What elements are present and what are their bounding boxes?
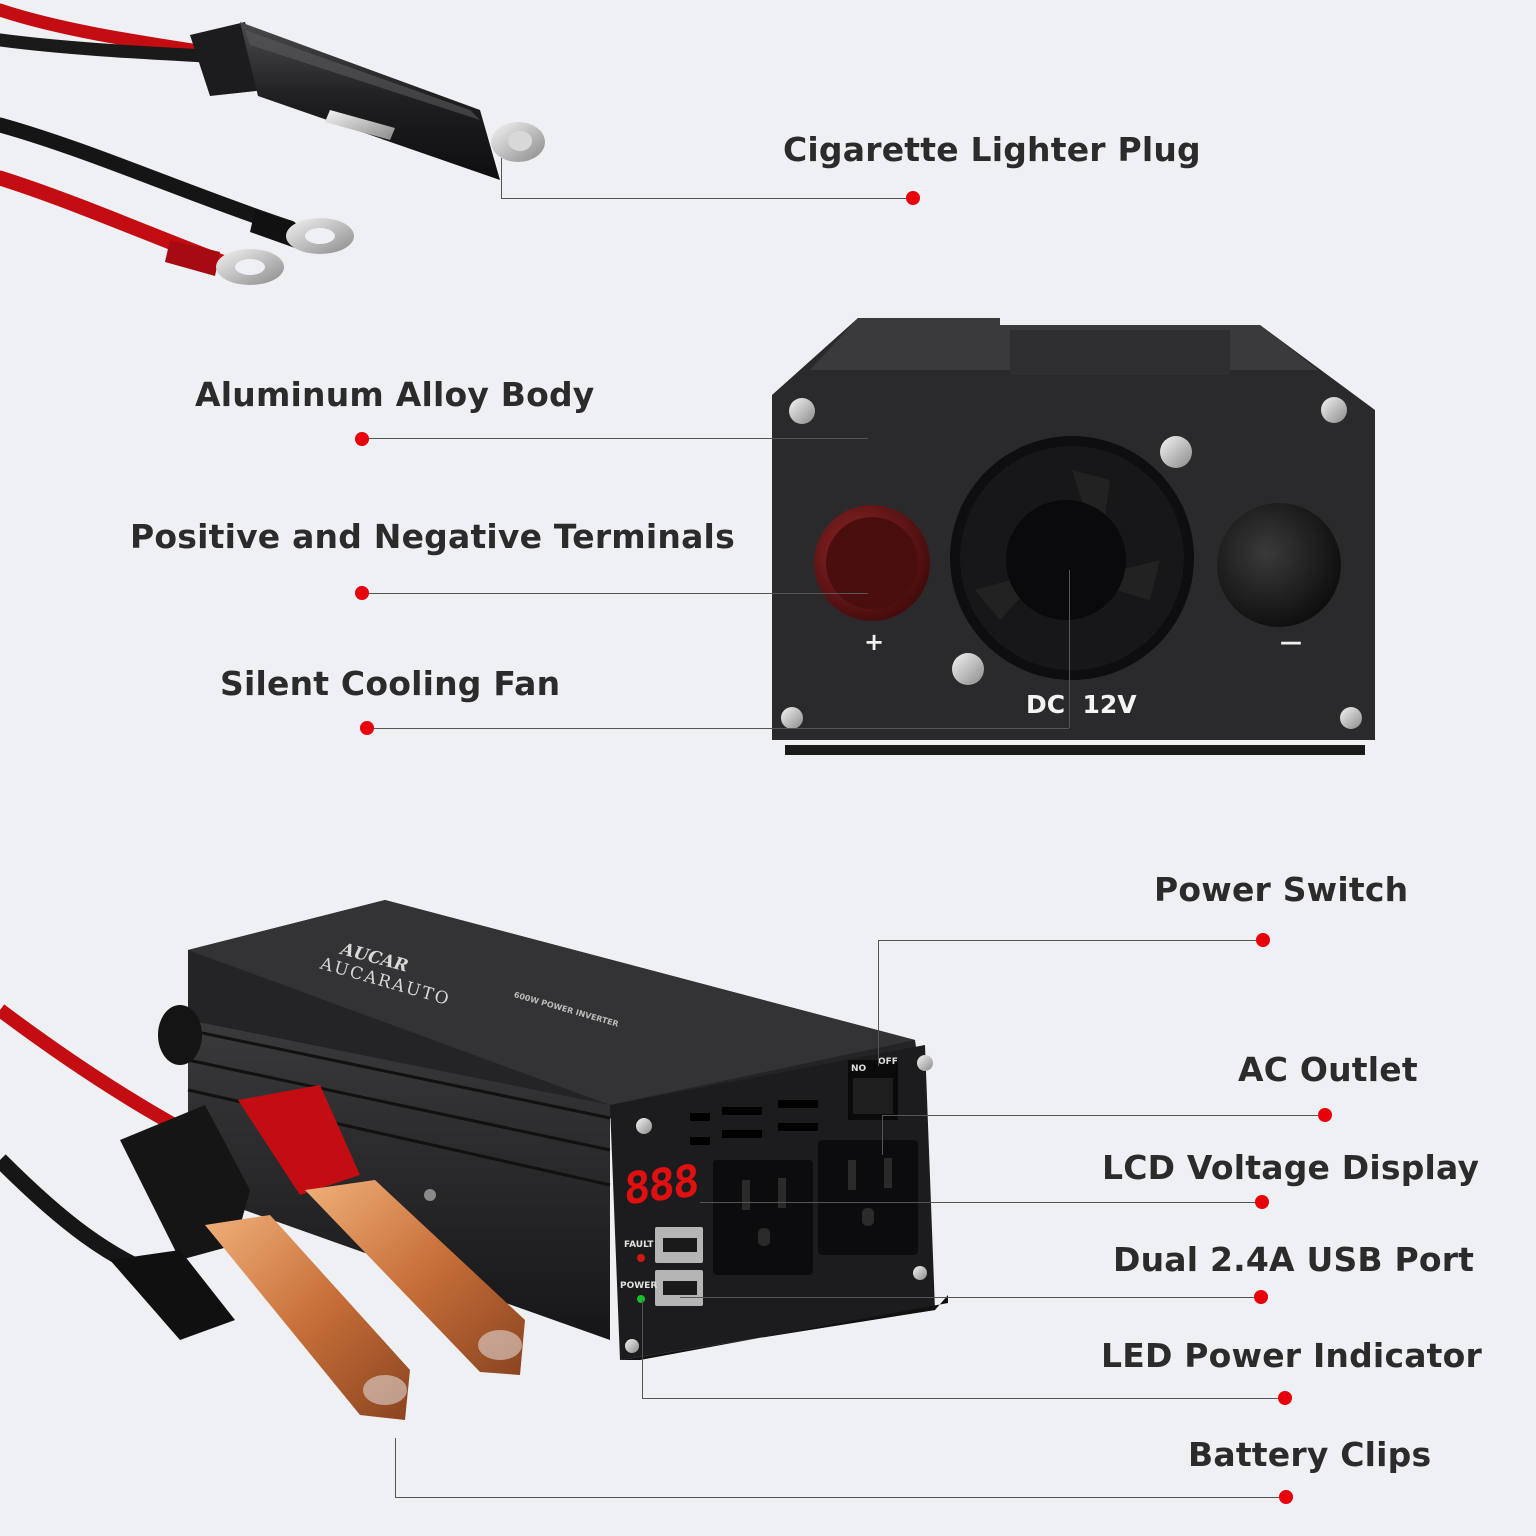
label-dual-usb-port: Dual 2.4A USB Port — [1113, 1240, 1475, 1279]
label-lcd-voltage-display: LCD Voltage Display — [1102, 1148, 1480, 1187]
callout-dot-usb — [1254, 1290, 1268, 1304]
leader-switch-v — [878, 940, 879, 1066]
leader-outlet-v — [882, 1115, 883, 1155]
dc-voltage-label: DC 12V — [1026, 690, 1137, 719]
inverter-rear-panel — [772, 318, 1375, 755]
front-vents — [690, 1100, 818, 1145]
callout-dot-lcd — [1255, 1195, 1269, 1209]
rear-panel-screws — [781, 397, 1362, 729]
callout-dot-terminals — [355, 586, 369, 600]
leader-clips-v — [395, 1438, 396, 1497]
callout-dot-switch — [1256, 933, 1270, 947]
status-leds — [637, 1254, 645, 1303]
callout-dot-body — [355, 432, 369, 446]
leader-body — [362, 438, 868, 439]
leader-switch-h — [878, 940, 1263, 941]
leader-usb-h — [680, 1297, 1261, 1298]
label-positive-negative-terminals: Positive and Negative Terminals — [130, 517, 735, 556]
switch-on-mark: NO — [851, 1064, 867, 1074]
cigarette-plug-cable — [0, 3, 545, 180]
ac-outlet-housings — [713, 1140, 918, 1275]
leader-led-v — [642, 1300, 643, 1398]
callout-dot-clips — [1279, 1490, 1293, 1504]
label-ac-outlet: AC Outlet — [1238, 1050, 1418, 1089]
callout-dot-outlet — [1318, 1108, 1332, 1122]
leader-plug-h — [501, 198, 913, 199]
terminal-plus-sign: + — [864, 628, 885, 656]
lcd-voltage-readout: 888 — [624, 1155, 698, 1216]
leader-clips-h — [395, 1497, 1286, 1498]
label-cigarette-lighter-plug: Cigarette Lighter Plug — [783, 130, 1201, 169]
leader-fan-h — [367, 728, 1069, 729]
power-label: POWER — [620, 1281, 658, 1291]
leader-plug-v — [501, 158, 502, 198]
terminal-minus-sign: — — [1280, 630, 1302, 655]
leader-terminals — [362, 593, 868, 594]
front-screws — [424, 1055, 933, 1353]
label-aluminum-alloy-body: Aluminum Alloy Body — [195, 375, 595, 414]
label-led-power-indicator: LED Power Indicator — [1101, 1336, 1482, 1375]
label-power-switch: Power Switch — [1154, 870, 1409, 909]
battery-clips-graphic — [110, 1085, 525, 1420]
switch-off-mark: OFF — [878, 1057, 898, 1067]
leader-fan-v — [1069, 570, 1070, 728]
label-silent-cooling-fan: Silent Cooling Fan — [220, 664, 561, 703]
leader-outlet-h — [882, 1115, 1325, 1116]
leader-lcd-h — [700, 1202, 1262, 1203]
leader-led-h — [642, 1398, 1285, 1399]
callout-dot-fan — [360, 721, 374, 735]
label-battery-clips: Battery Clips — [1188, 1435, 1432, 1474]
ring-terminal-cables — [0, 117, 354, 285]
callout-dot-plug — [906, 191, 920, 205]
fault-label: FAULT — [624, 1240, 654, 1250]
callout-dot-led — [1278, 1391, 1292, 1405]
power-switch-graphic — [848, 1060, 898, 1120]
